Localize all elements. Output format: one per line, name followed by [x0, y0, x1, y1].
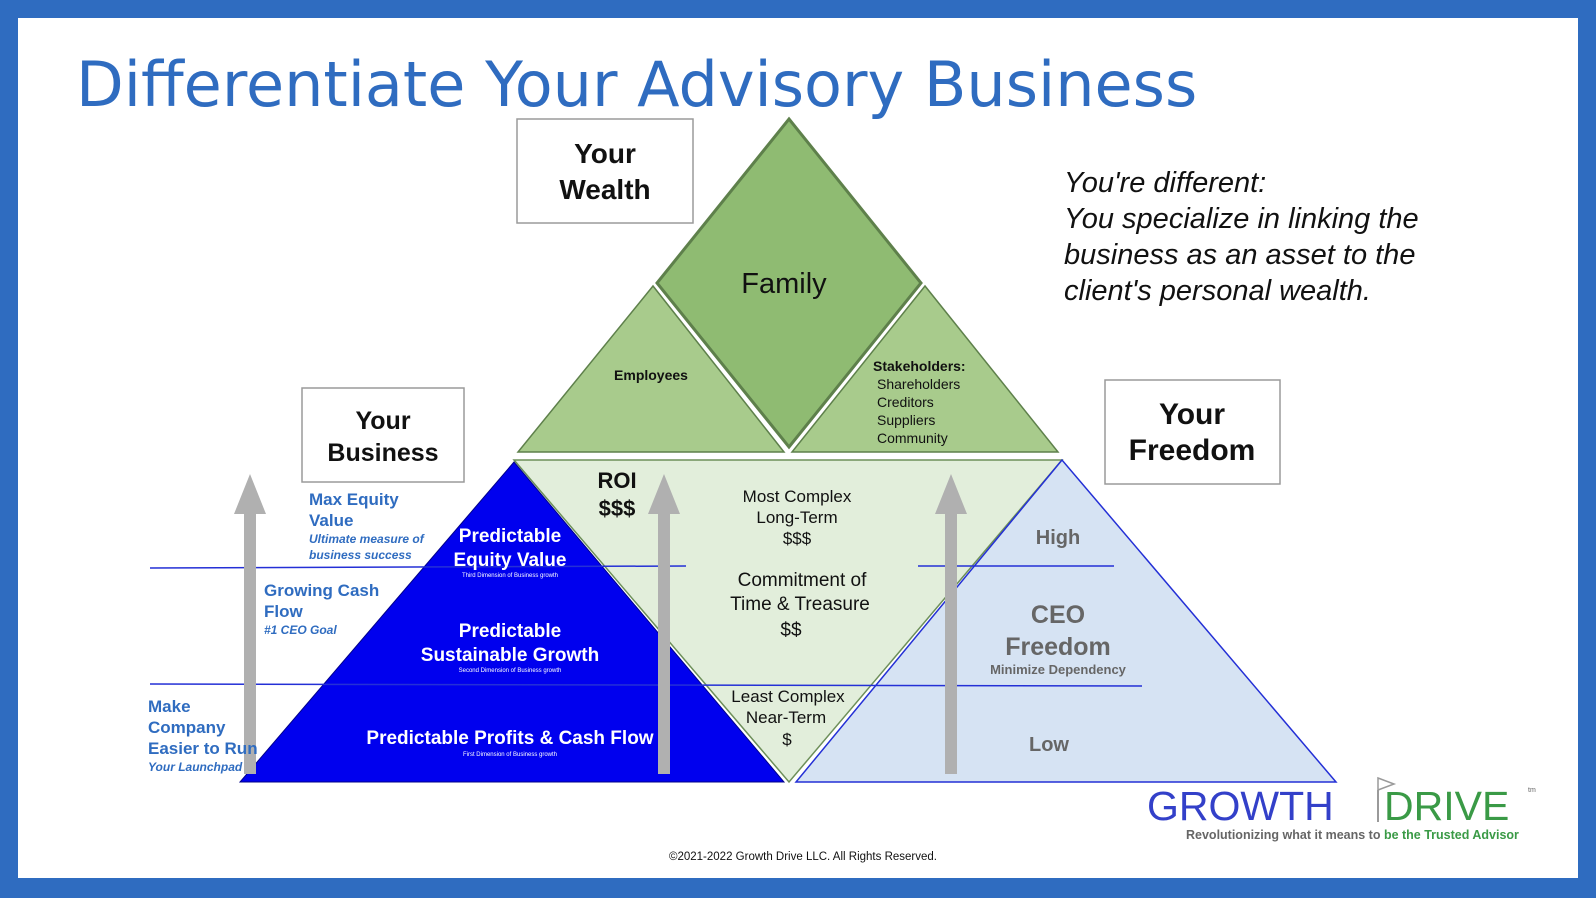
- svg-text:business success: business success: [309, 548, 412, 562]
- svg-text:Creditors: Creditors: [877, 394, 934, 410]
- svg-text:$$$: $$$: [599, 496, 636, 521]
- svg-text:Near-Term: Near-Term: [746, 708, 826, 727]
- svg-text:Max Equity: Max Equity: [309, 490, 399, 509]
- svg-text:Long-Term: Long-Term: [756, 508, 837, 527]
- svg-text:GROWTH: GROWTH: [1147, 783, 1334, 829]
- svg-text:Freedom: Freedom: [1005, 633, 1111, 661]
- svg-text:Most Complex: Most Complex: [743, 487, 852, 506]
- stakeholders-list: Stakeholders: Shareholders Creditors Sup…: [873, 358, 966, 446]
- your-wealth-box: Your Wealth: [516, 118, 694, 224]
- family-diamond: [655, 116, 923, 450]
- svg-text:Flow: Flow: [264, 602, 303, 621]
- equity-value-level: Predictable Equity Value Third Dimension…: [454, 526, 567, 579]
- roi-label: ROI $$$: [597, 468, 636, 521]
- commitment-label: Commitment of Time & Treasure $$: [730, 570, 870, 641]
- sustainable-growth-level: Predictable Sustainable Growth Second Di…: [421, 621, 599, 674]
- max-equity-note: Max Equity Value Ultimate measure of bus…: [309, 490, 425, 562]
- tagline: You're different: You specialize in link…: [1064, 167, 1419, 307]
- page-title: Differentiate Your Advisory Business: [76, 48, 1197, 121]
- svg-text:Growing Cash: Growing Cash: [264, 581, 379, 600]
- svg-text:DRIVE: DRIVE: [1384, 783, 1509, 829]
- svg-text:Sustainable Growth: Sustainable Growth: [421, 645, 599, 666]
- svg-text:Your: Your: [574, 138, 636, 169]
- svg-text:Make: Make: [148, 697, 191, 716]
- business-pyramid: [238, 461, 786, 783]
- your-freedom-box: Your Freedom: [1104, 379, 1281, 485]
- svg-text:Business: Business: [327, 439, 438, 467]
- svg-text:Your Launchpad: Your Launchpad: [148, 760, 243, 774]
- family-label: Family: [741, 268, 827, 300]
- svg-text:Predictable Profits & Cash Flo: Predictable Profits & Cash Flow: [366, 728, 653, 749]
- ceo-freedom-label: CEO Freedom Minimize Dependency: [990, 601, 1127, 677]
- svg-text:You specialize in linking the: You specialize in linking the: [1064, 203, 1419, 235]
- svg-text:Stakeholders:: Stakeholders:: [873, 358, 966, 374]
- svg-text:Value: Value: [309, 511, 353, 530]
- svg-text:Third Dimension of Business gr: Third Dimension of Business growth: [462, 573, 558, 579]
- svg-text:Second Dimension of Business g: Second Dimension of Business growth: [459, 668, 562, 674]
- employees-triangle: [516, 284, 786, 453]
- freedom-high-label: High: [1036, 527, 1080, 549]
- flag-icon: [1377, 776, 1397, 792]
- svg-text:ROI: ROI: [597, 468, 636, 493]
- svg-text:Community: Community: [877, 430, 948, 446]
- easier-to-run-note: Make Company Easier to Run Your Launchpa…: [148, 697, 258, 774]
- svg-text:Suppliers: Suppliers: [877, 412, 935, 428]
- most-complex-label: Most Complex Long-Term $$$: [743, 487, 852, 548]
- divider-lower: [149, 683, 1143, 687]
- svg-text:Ultimate measure of: Ultimate measure of: [309, 532, 425, 546]
- svg-text:Freedom: Freedom: [1129, 434, 1256, 467]
- middle-inverted-pyramid: [512, 459, 1064, 784]
- divider-upper-left: [149, 565, 687, 569]
- svg-text:$$$: $$$: [783, 529, 812, 548]
- svg-text:Your: Your: [355, 407, 410, 435]
- svg-text:Equity Value: Equity Value: [454, 550, 567, 571]
- arrow-up-icon: [648, 474, 680, 774]
- svg-text:Least Complex: Least Complex: [731, 687, 845, 706]
- your-business-box: Your Business: [301, 387, 465, 483]
- svg-text:You're different:: You're different:: [1064, 167, 1266, 199]
- arrow-up-icon: [935, 474, 967, 774]
- profits-cash-flow-level: Predictable Profits & Cash Flow First Di…: [366, 728, 653, 758]
- svg-text:client's personal wealth.: client's personal wealth.: [1064, 275, 1371, 307]
- least-complex-label: Least Complex Near-Term $: [731, 687, 845, 749]
- svg-text:CEO: CEO: [1031, 601, 1085, 629]
- svg-text:Easier to Run: Easier to Run: [148, 739, 258, 758]
- svg-text:Time & Treasure: Time & Treasure: [730, 594, 870, 615]
- svg-text:Shareholders: Shareholders: [877, 376, 960, 392]
- growth-drive-logo: GROWTH DRIVE tm Revolutionizing what it …: [1147, 776, 1536, 842]
- svg-text:tm: tm: [1528, 787, 1536, 794]
- svg-text:#1 CEO Goal: #1 CEO Goal: [264, 623, 337, 637]
- employees-label: Employees: [614, 367, 688, 383]
- freedom-pyramid: [794, 458, 1338, 783]
- freedom-low-label: Low: [1029, 734, 1069, 756]
- svg-text:$$: $$: [780, 620, 802, 641]
- svg-text:business as an asset to the: business as an asset to the: [1064, 239, 1415, 271]
- svg-text:Revolutionizing what it means: Revolutionizing what it means to be the …: [1186, 828, 1519, 842]
- svg-text:Predictable: Predictable: [459, 621, 561, 642]
- copyright: ©2021-2022 Growth Drive LLC. All Rights …: [669, 851, 937, 863]
- arrow-up-icon: [234, 474, 266, 774]
- svg-text:Commitment of: Commitment of: [738, 570, 868, 591]
- growing-cash-flow-note: Growing Cash Flow #1 CEO Goal: [264, 581, 379, 637]
- svg-text:Predictable: Predictable: [459, 526, 561, 547]
- svg-text:$: $: [782, 730, 792, 749]
- svg-text:Company: Company: [148, 718, 226, 737]
- svg-text:Minimize Dependency: Minimize Dependency: [990, 662, 1127, 677]
- stakeholders-triangle: [790, 284, 1060, 453]
- svg-text:Wealth: Wealth: [559, 174, 650, 205]
- svg-text:Your: Your: [1159, 398, 1225, 431]
- svg-text:First Dimension of Business gr: First Dimension of Business growth: [463, 752, 557, 758]
